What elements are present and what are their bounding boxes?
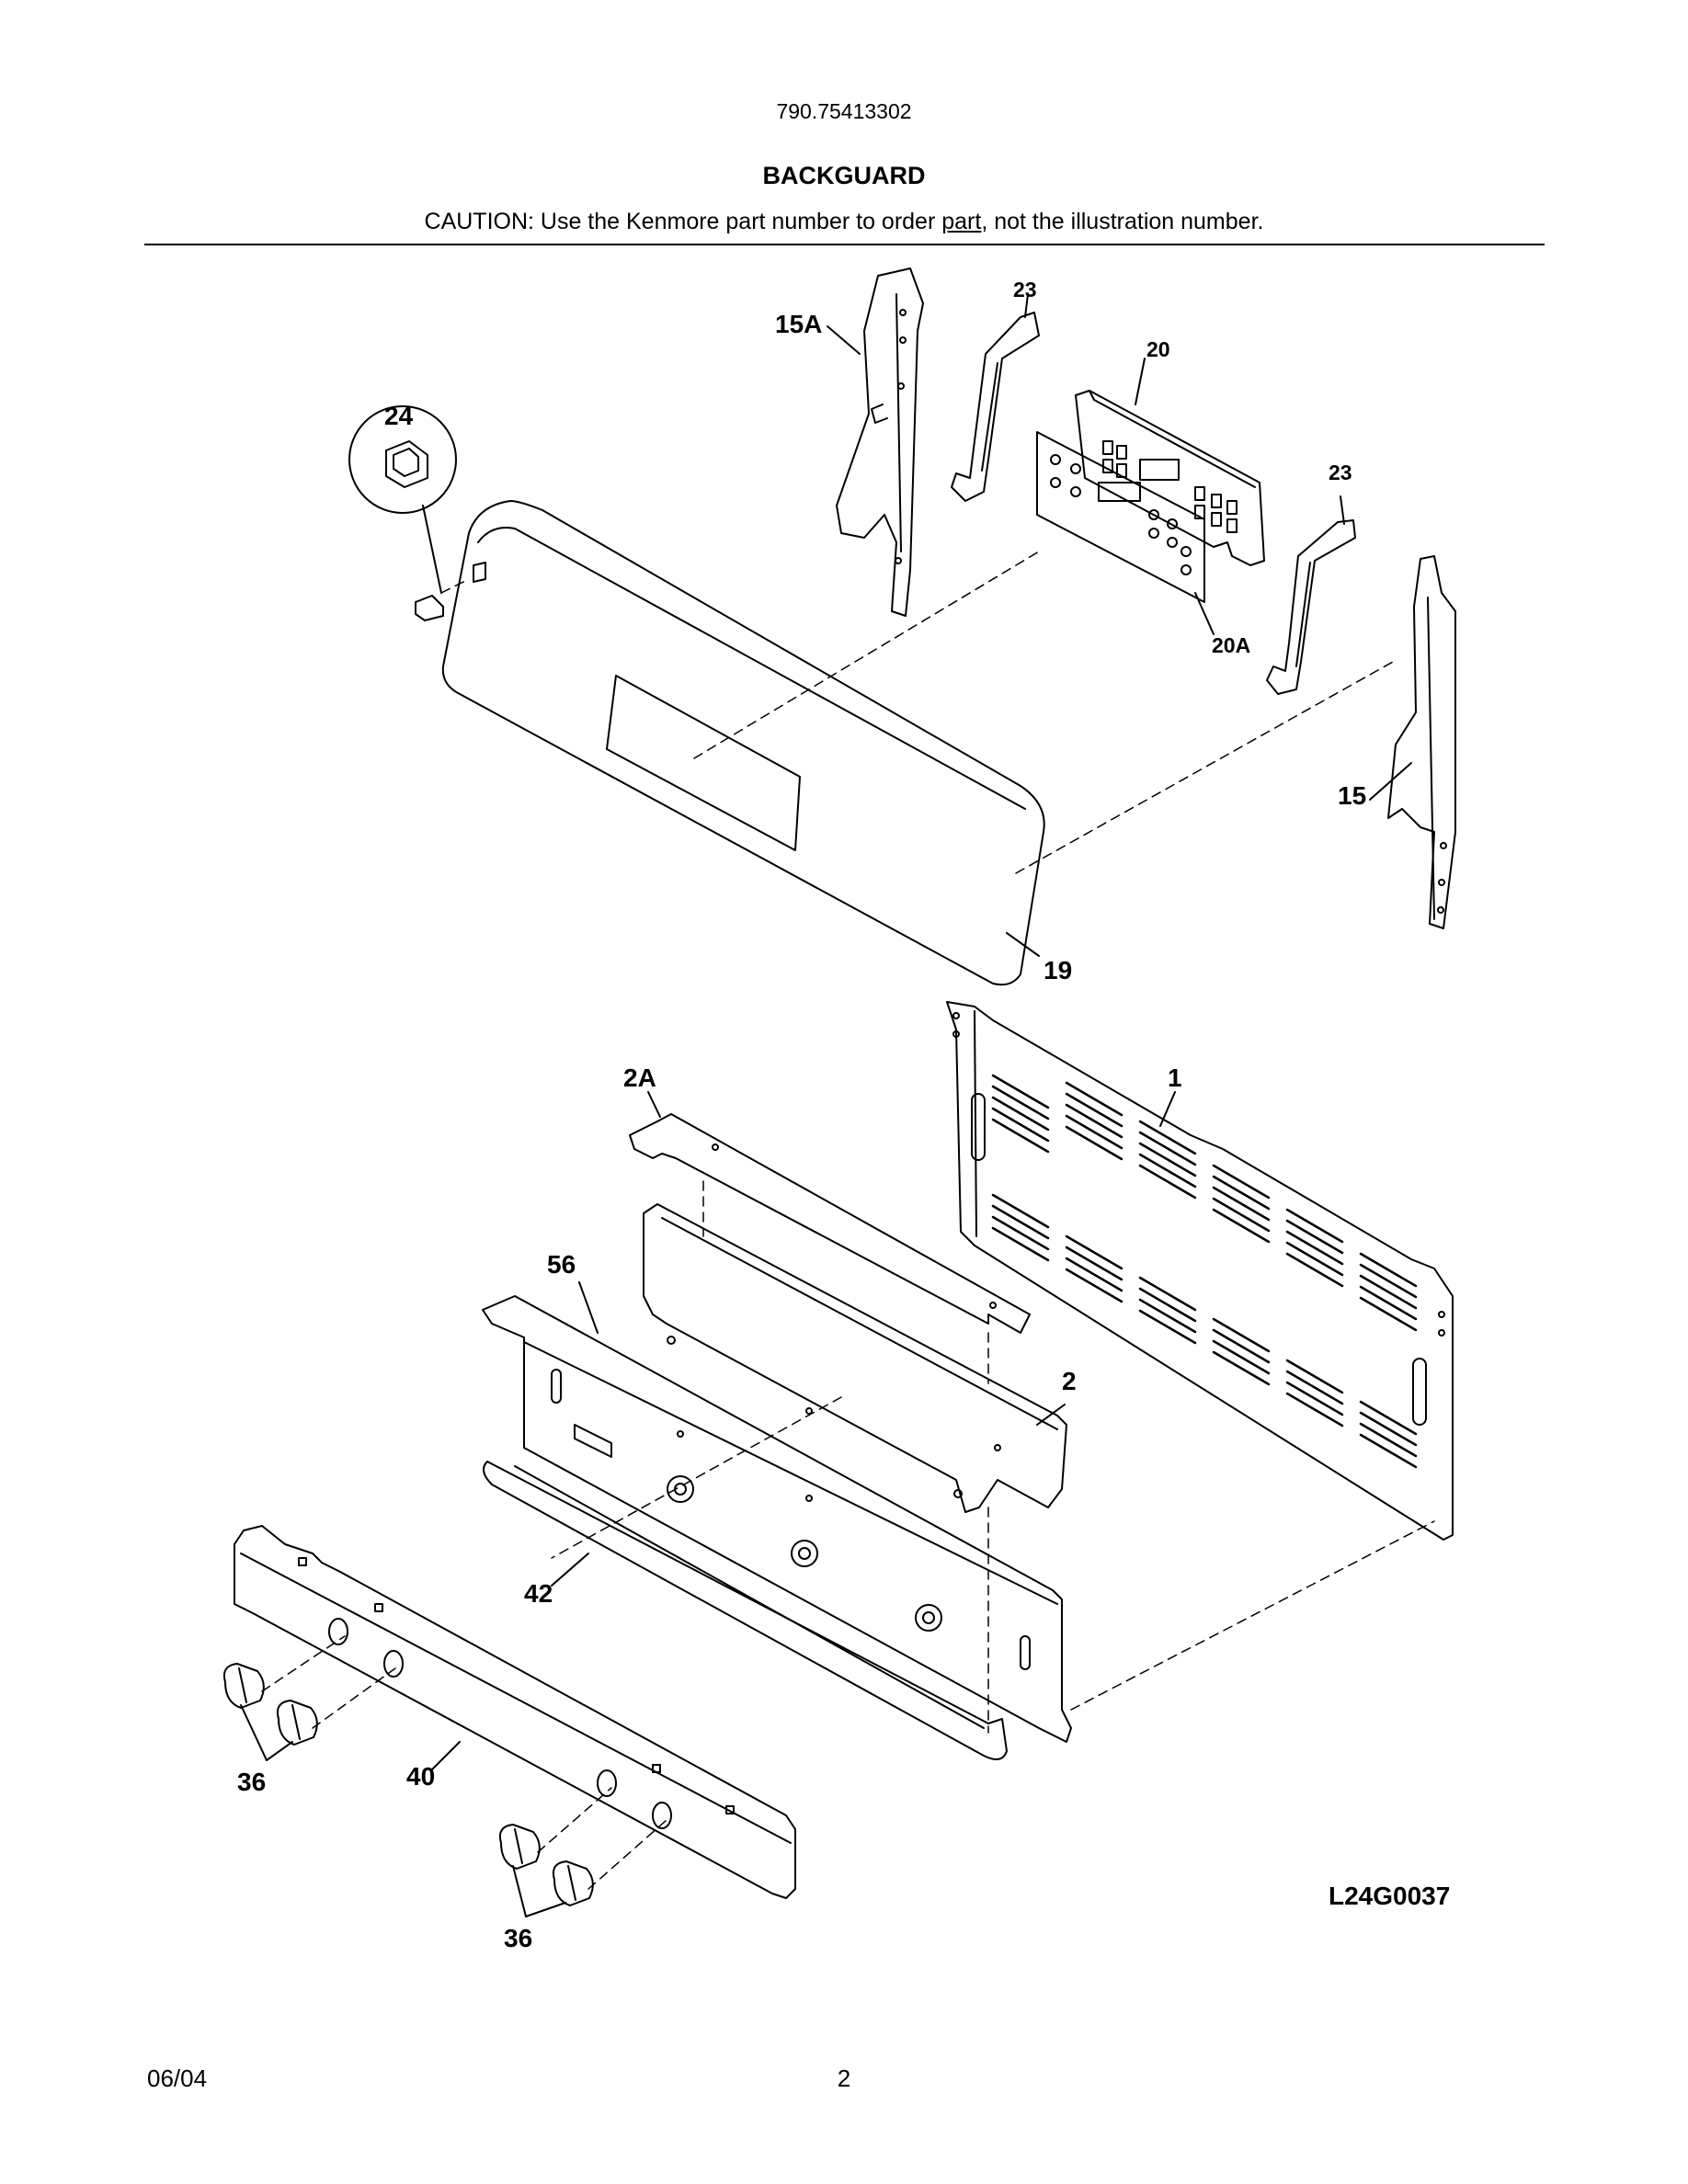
callout-23-upper: 23 — [1013, 278, 1037, 301]
caution-note: CAUTION: Use the Kenmore part number to … — [0, 209, 1688, 235]
drawing-id: L24G0037 — [1329, 1882, 1450, 1910]
callout-24: 24 — [384, 402, 414, 430]
callout-2: 2 — [1062, 1367, 1077, 1395]
footer-page-number: 2 — [837, 2065, 851, 2092]
part-20a-overlay — [1036, 431, 1205, 603]
callout-15a: 15A — [775, 310, 822, 338]
part-24-switch — [348, 405, 457, 621]
callout-1: 1 — [1168, 1064, 1182, 1092]
part-56-manifold-panel — [482, 1295, 1072, 1743]
part-19-backguard-panel — [441, 500, 1045, 986]
part-36-knobs — [222, 1663, 594, 1906]
part-42-trim — [483, 1461, 1008, 1760]
callout-20a: 20A — [1212, 633, 1250, 657]
part-23-lower-clip — [1266, 519, 1356, 695]
part-2a-strip — [629, 1113, 1031, 1334]
part-15a-side-bracket — [836, 267, 924, 617]
model-number: 790.75413302 — [776, 99, 912, 123]
assembly-dashed-lines — [261, 551, 1435, 1890]
callout-40: 40 — [406, 1762, 435, 1791]
caution-prefix: CAUTION: Use the Kenmore part number to … — [424, 209, 942, 234]
callout-15: 15 — [1338, 781, 1366, 810]
part-15-side-bracket — [1387, 555, 1456, 929]
footer-date: 06/04 — [147, 2065, 208, 2092]
callout-20: 20 — [1146, 337, 1170, 361]
part-1-rear-panel — [946, 1001, 1454, 1541]
header-rule — [144, 244, 1545, 245]
caution-suffix: , not the illustration number. — [981, 209, 1264, 234]
part-23-upper-clip — [951, 312, 1040, 502]
part-2-heat-shield — [643, 1203, 1067, 1513]
part-40-control-panel — [234, 1525, 796, 1899]
callout-2a: 2A — [623, 1064, 656, 1092]
callout-36-right: 36 — [504, 1924, 532, 1952]
callout-leader-lines — [240, 293, 1412, 1917]
caution-underlined: part — [941, 209, 982, 234]
page-title: BACKGUARD — [762, 162, 926, 189]
callout-36-left: 36 — [237, 1768, 266, 1796]
callout-56: 56 — [547, 1250, 576, 1279]
callout-19: 19 — [1044, 956, 1072, 984]
callout-42: 42 — [524, 1579, 553, 1608]
callout-23-lower: 23 — [1329, 461, 1352, 484]
